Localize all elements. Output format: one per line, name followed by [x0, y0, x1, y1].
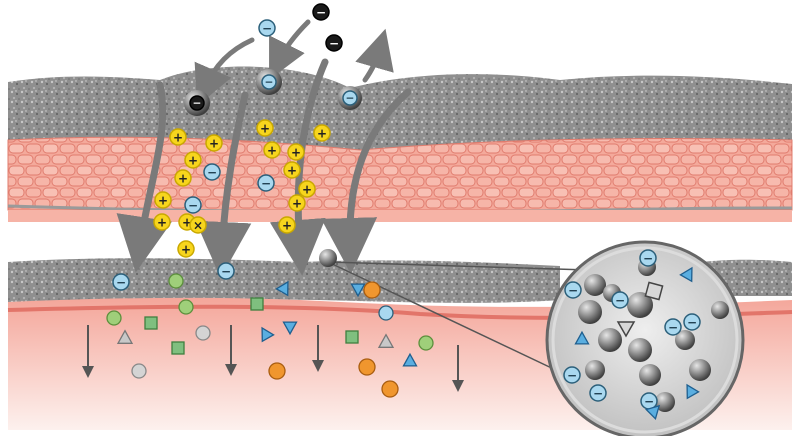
green-circle-particle: [168, 273, 184, 289]
gray-triangle-particle: [377, 333, 395, 348]
zoom-magnifier-circle: −−−−−−−−: [545, 240, 745, 436]
blue-triangle-particle: [574, 330, 590, 345]
mucus-particle-icon: [578, 300, 602, 324]
mucus-particle-icon: [639, 364, 661, 386]
cation-icon: +: [263, 141, 281, 159]
anion-icon: −: [611, 291, 629, 309]
mucus-particle-icon: [628, 338, 652, 362]
flow-arrow-icon: [321, 88, 412, 274]
anion-icon: −: [683, 313, 701, 331]
blue-triangle-particle: [261, 326, 275, 343]
mucus-particle-icon: [675, 330, 695, 350]
mucus-particle-icon: [689, 359, 711, 381]
green-square-particle: [345, 330, 359, 344]
cation-icon: +: [288, 194, 306, 212]
dark-anion-in-particle-icon: −: [184, 90, 210, 116]
anion-in-particle-icon-core: −: [342, 90, 358, 106]
dark-anion-icon: −: [312, 3, 330, 21]
zoom-connector: [327, 261, 589, 373]
anion-icon: −: [258, 19, 276, 37]
gray-circle-particle: [195, 325, 211, 341]
green-circle-particle: [178, 299, 194, 315]
blue-triangle-particle: [282, 321, 298, 336]
anion-icon: −: [664, 318, 682, 336]
mucus-particle-icon: [598, 328, 622, 352]
mucus-particle-icon: [655, 392, 675, 412]
mucus-particle-icon: [711, 301, 729, 319]
anion-icon: −: [639, 249, 657, 267]
cation-icon: +: [154, 191, 172, 209]
green-square-particle: [250, 297, 264, 311]
zoom-content: −−−−−−−−: [563, 249, 729, 420]
orange-circle-particle: [358, 358, 376, 376]
lower-particles-layer: −−: [106, 262, 434, 398]
anion-icon: −: [257, 174, 275, 192]
anion-icon: −: [589, 384, 607, 402]
dark-anion-icon: −: [325, 34, 343, 52]
anion-icon: −: [184, 196, 202, 214]
cation-icon: +: [205, 134, 223, 152]
green-circle-particle: [106, 310, 122, 326]
cation-icon: +: [313, 124, 331, 142]
gray-triangle-particle: [616, 321, 636, 338]
blue-triangle-particle: [402, 352, 418, 367]
cation-icon: +: [174, 169, 192, 187]
cross-ion-icon: ×: [189, 216, 207, 234]
flow-arrow-icon: [116, 81, 172, 273]
blue-triangle-particle: [350, 283, 366, 298]
flow-arrow-icon: [194, 37, 255, 107]
flow-arrow-icon: [355, 28, 394, 83]
cation-icon: +: [177, 240, 195, 258]
orange-circle-particle: [268, 362, 286, 380]
neutral-particle-icon: [319, 249, 337, 267]
mucus-particle-icon: [585, 360, 605, 380]
green-square-particle: [144, 316, 158, 330]
cation-icon: +: [169, 128, 187, 146]
blue-triangle-particle: [645, 404, 661, 420]
gray-square-particle: [644, 281, 664, 301]
flow-arrow-icon: [269, 19, 311, 80]
anion-icon: −: [217, 262, 235, 280]
anion-icon: −: [203, 163, 221, 181]
mucus-particle-icon: [627, 292, 653, 318]
cation-icon: +: [283, 161, 301, 179]
orange-circle-particle: [381, 380, 399, 398]
cation-icon: +: [278, 216, 296, 234]
blue-triangle-particle: [275, 280, 289, 297]
cation-icon: +: [287, 143, 305, 161]
cation-icon: +: [184, 151, 202, 169]
green-circle-particle: [418, 335, 434, 351]
absorption-arrows: [82, 325, 464, 392]
blue-triangle-particle: [686, 383, 700, 400]
anion-in-particle-icon: −: [256, 69, 282, 95]
lower-mucus-layer: [8, 258, 560, 303]
anion-in-particle-icon-core: −: [261, 74, 277, 90]
cation-icon: +: [153, 213, 171, 231]
blue-triangle-particle: [679, 266, 693, 283]
cation-icon: +: [298, 180, 316, 198]
upper-tissue: [7, 66, 793, 222]
anion-in-particle-icon: −: [338, 86, 362, 110]
upper-epithelium: [7, 136, 793, 211]
orange-circle-particle: [363, 281, 381, 299]
mucus-particle-icon: [584, 274, 606, 296]
cation-icon: +: [256, 119, 274, 137]
upper-base-strip: [8, 210, 792, 222]
anion-icon: −: [563, 366, 581, 384]
dark-anion-in-particle-icon-core: −: [189, 95, 205, 111]
flow-arrow-icon: [195, 91, 252, 278]
anion-icon: −: [112, 273, 130, 291]
gray-triangle-particle: [116, 329, 134, 344]
gray-circle-particle: [131, 363, 147, 379]
anion-icon: −: [564, 281, 582, 299]
blue-circle-particle: [378, 305, 394, 321]
green-square-particle: [171, 341, 185, 355]
